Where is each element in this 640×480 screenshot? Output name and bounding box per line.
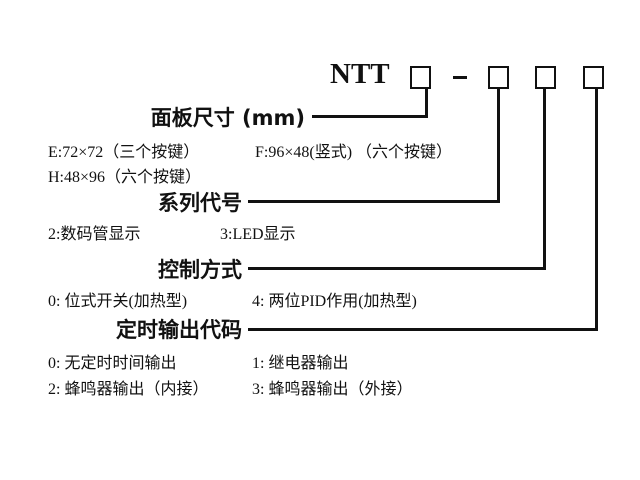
control-mode-option: 0: 位式开关(加热型)	[48, 293, 188, 310]
panel-size-option: E:72×72（三个按键）	[48, 144, 200, 161]
code-box-control	[535, 66, 556, 89]
series-code-option: 2:数码管显示	[48, 226, 141, 243]
timer-output-option: 2: 蜂鸣器输出（内接）	[48, 381, 209, 398]
connector-control-horizontal	[248, 267, 546, 270]
timer-output-option: 0: 无定时时间输出	[48, 355, 177, 372]
code-box-panel-size	[410, 66, 431, 89]
connector-series-horizontal	[248, 200, 500, 203]
model-prefix: NTT	[330, 58, 390, 90]
control-mode-heading: 控制方式	[158, 258, 242, 282]
timer-output-heading: 定时输出代码	[116, 318, 242, 342]
code-box-series	[488, 66, 509, 89]
series-code-option: 3:LED显示	[220, 226, 296, 243]
connector-series-vertical	[497, 89, 500, 203]
model-separator-dash	[453, 76, 467, 79]
connector-panel-horizontal	[312, 115, 428, 118]
connector-control-vertical	[543, 89, 546, 270]
connector-panel-vertical	[425, 89, 428, 118]
connector-timer-vertical	[595, 89, 598, 331]
connector-timer-horizontal	[248, 328, 598, 331]
timer-output-option: 1: 继电器输出	[252, 355, 349, 372]
panel-size-option: F:96×48(竖式) （六个按键）	[255, 144, 453, 161]
code-box-timer-output	[583, 66, 604, 89]
panel-size-heading: 面板尺寸 (mm)	[150, 106, 305, 130]
series-code-heading: 系列代号	[158, 191, 242, 215]
control-mode-option: 4: 两位PID作用(加热型)	[252, 293, 417, 310]
timer-output-option: 3: 蜂鸣器输出（外接）	[252, 381, 413, 398]
panel-size-option: H:48×96（六个按键）	[48, 169, 202, 186]
